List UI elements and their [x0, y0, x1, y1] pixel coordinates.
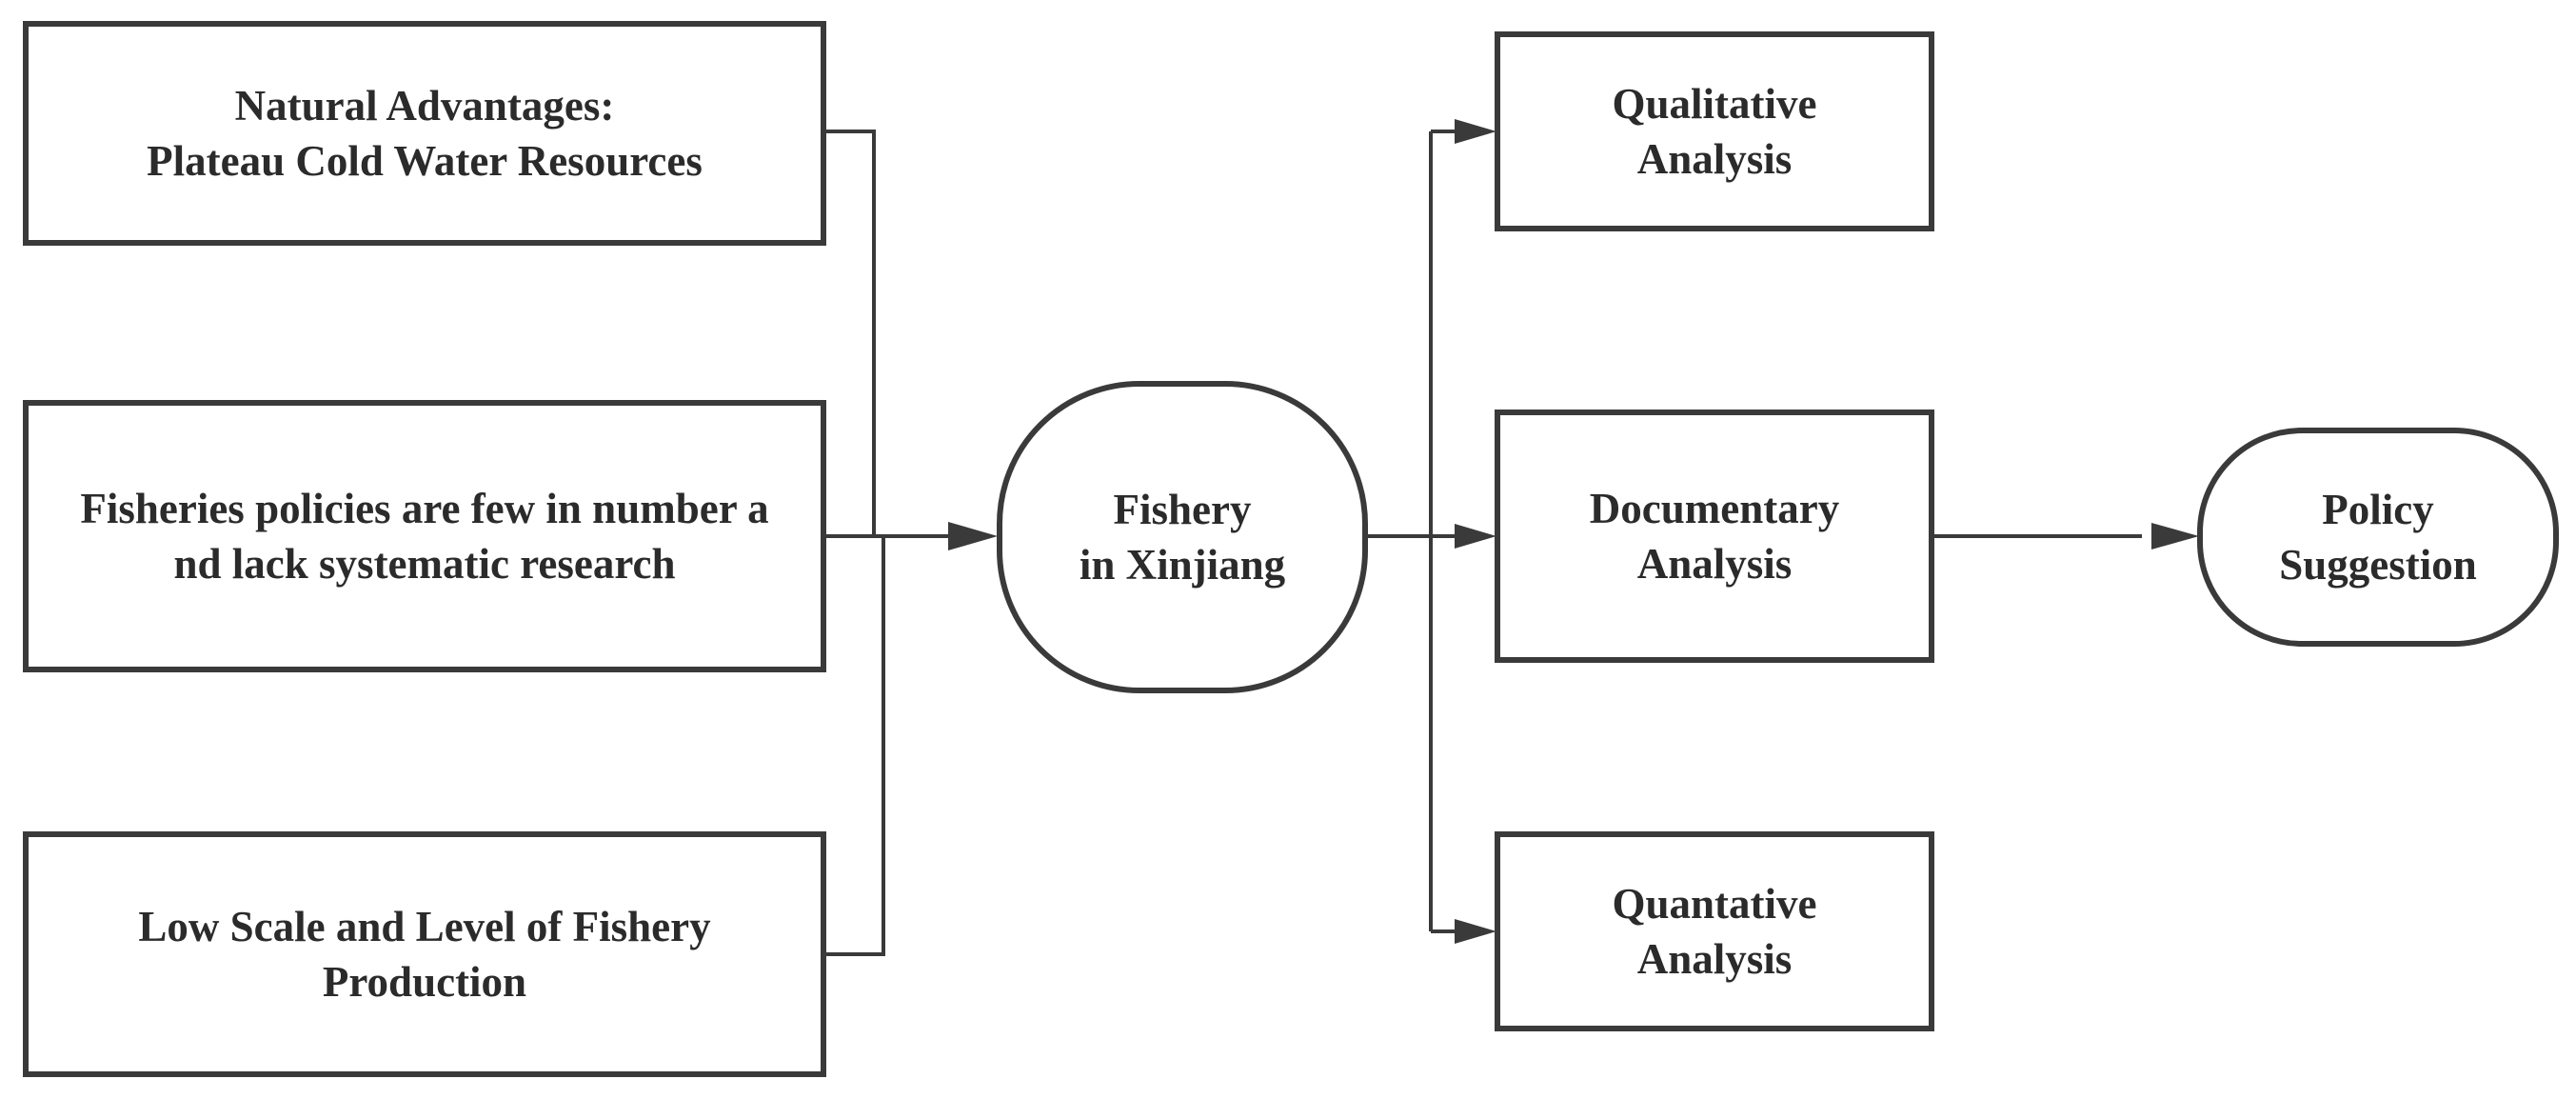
natural-advantages-line2: Plateau Cold Water Resources	[147, 137, 703, 185]
quantative-analysis-line2: Analysis	[1636, 935, 1793, 983]
arrowhead-to-policy	[2151, 523, 2199, 550]
arrowhead-to-documentary	[1455, 524, 1496, 549]
natural-advantages-label: Natural Advantages: Plateau Cold Water R…	[147, 78, 703, 189]
policy-suggestion-label: Policy Suggestion	[2279, 482, 2477, 592]
center-node-label: Fishery in Xinjiang	[1080, 482, 1285, 592]
documentary-analysis-line1: Documentary	[1589, 485, 1840, 532]
arrowhead-to-quantative	[1455, 919, 1496, 944]
low-scale-label: Low Scale and Level of Fishery Productio…	[138, 899, 710, 1009]
natural-advantages-line1: Natural Advantages:	[234, 82, 615, 130]
center-node-fishery-in-xinjiang: Fishery in Xinjiang	[997, 381, 1368, 693]
qualitative-analysis-label: Qualitative Analysis	[1613, 76, 1817, 187]
arrowhead-to-qualitative	[1455, 119, 1496, 144]
policy-suggestion-node: Policy Suggestion	[2197, 428, 2559, 647]
arrowhead-to-center	[948, 522, 998, 550]
documentary-analysis-box: Documentary Analysis	[1495, 410, 1934, 663]
low-scale-line2: Production	[322, 958, 527, 1006]
qualitative-analysis-line2: Analysis	[1636, 135, 1793, 183]
documentary-analysis-line2: Analysis	[1636, 540, 1793, 588]
fisheries-policies-line1: Fisheries policies are few in number a	[80, 485, 769, 532]
center-node-line2: in Xinjiang	[1079, 541, 1286, 589]
fisheries-policies-label: Fisheries policies are few in number a n…	[80, 481, 768, 591]
connector-natural-advantages	[823, 130, 876, 536]
policy-suggestion-line2: Suggestion	[2279, 541, 2477, 589]
policy-suggestion-line1: Policy	[2322, 486, 2434, 533]
qualitative-analysis-box: Qualitative Analysis	[1495, 31, 1934, 231]
quantative-analysis-line1: Quantative	[1612, 880, 1817, 928]
qualitative-analysis-line1: Qualitative	[1612, 80, 1817, 128]
low-scale-box: Low Scale and Level of Fishery Productio…	[23, 831, 826, 1077]
connector-low-scale	[823, 536, 885, 956]
natural-advantages-box: Natural Advantages: Plateau Cold Water R…	[23, 21, 826, 246]
documentary-analysis-label: Documentary Analysis	[1590, 481, 1839, 591]
fisheries-policies-line2: nd lack systematic research	[173, 540, 676, 588]
low-scale-line1: Low Scale and Level of Fishery	[138, 903, 711, 950]
quantative-analysis-label: Quantative Analysis	[1612, 876, 1816, 987]
quantative-analysis-box: Quantative Analysis	[1495, 831, 1934, 1031]
center-node-line1: Fishery	[1113, 486, 1252, 533]
fisheries-policies-box: Fisheries policies are few in number a n…	[23, 400, 826, 672]
